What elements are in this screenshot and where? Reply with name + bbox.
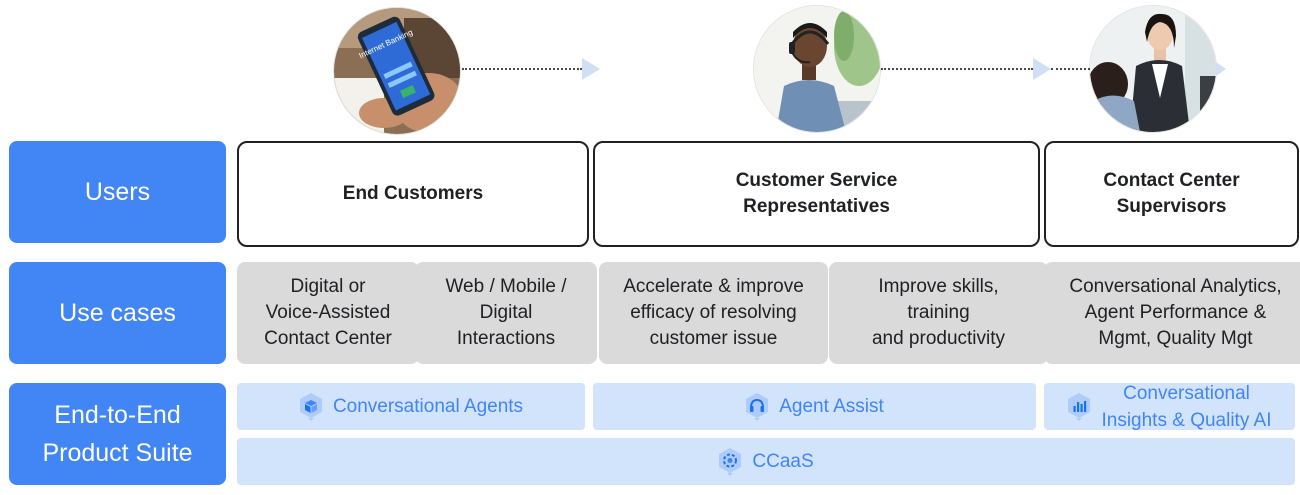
product-ccaas-label: CCaaS	[752, 450, 814, 472]
flow-connector-line-1	[462, 68, 582, 70]
use-case-web-mobile-label: Web / Mobile / Digital Interactions	[445, 276, 567, 349]
use-case-web-mobile: Web / Mobile / Digital Interactions	[415, 262, 597, 364]
flow-connector-line-3	[1051, 68, 1090, 70]
row-header-product-suite-label: End-to-End Product Suite	[42, 401, 193, 467]
use-case-analytics-quality: Conversational Analytics, Agent Performa…	[1044, 262, 1300, 364]
product-agent-assist-label: Agent Assist	[779, 395, 884, 417]
flow-connector-line-2	[881, 68, 1033, 70]
row-header-users-label: Users	[84, 178, 151, 206]
product-conversational-insights-label: Conversational Insights & Quality AI	[1101, 382, 1272, 431]
product-conversational-agents[interactable]: Conversational Agents	[237, 383, 585, 430]
product-conversational-agents-label: Conversational Agents	[332, 395, 524, 417]
user-contact-center-supervisors: Contact Center Supervisors	[1044, 141, 1299, 247]
use-case-resolve-issue: Accelerate & improve efficacy of resolvi…	[599, 262, 828, 364]
user-customer-service-representatives: Customer Service Representatives	[593, 141, 1040, 247]
row-header-users: Users	[9, 141, 226, 243]
headset-hexagon-icon	[746, 392, 769, 421]
user-end-customers: End Customers	[237, 141, 589, 247]
use-case-digital-voice-label: Digital or Voice-Assisted Contact Center	[264, 276, 392, 349]
use-case-skills-training: Improve skills, training and productivit…	[829, 262, 1048, 364]
use-case-digital-voice: Digital or Voice-Assisted Contact Center	[237, 262, 419, 364]
product-ccaas[interactable]: CCaaS	[237, 438, 1295, 485]
customer-phone-photo: Internet Banking	[334, 8, 460, 134]
use-case-skills-training-label: Improve skills, training and productivit…	[871, 276, 1006, 349]
supervisor-photo	[1090, 6, 1216, 132]
user-csr-label: Customer Service Representatives	[735, 170, 898, 217]
flow-arrow-2	[1033, 58, 1051, 80]
row-header-use-cases: Use cases	[9, 262, 226, 364]
user-supervisors-label: Contact Center Supervisors	[1103, 170, 1240, 217]
use-case-analytics-quality-label: Conversational Analytics, Agent Performa…	[1069, 276, 1282, 349]
flow-arrow-1	[582, 58, 600, 80]
row-header-use-cases-label: Use cases	[59, 299, 176, 327]
flow-arrow-3	[1216, 62, 1226, 76]
bar-chart-hexagon-icon	[1068, 392, 1091, 421]
cube-hexagon-icon	[299, 392, 322, 421]
product-conversational-insights[interactable]: Conversational Insights & Quality AI	[1044, 383, 1295, 431]
use-case-resolve-issue-label: Accelerate & improve efficacy of resolvi…	[623, 276, 804, 349]
circle-hexagon-icon	[719, 447, 742, 476]
row-header-product-suite: End-to-End Product Suite	[9, 383, 226, 485]
product-agent-assist[interactable]: Agent Assist	[593, 383, 1036, 430]
agent-headset-photo	[754, 6, 880, 132]
user-end-customers-label: End Customers	[342, 183, 484, 204]
